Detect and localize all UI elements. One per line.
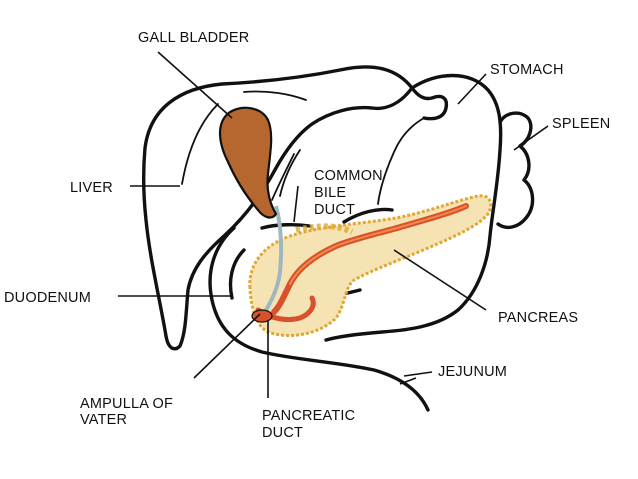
label-duodenum: DUODENUM — [4, 290, 91, 306]
label-pancreatic-duct: PANCREATIC DUCT — [262, 408, 360, 441]
pancreas — [248, 194, 493, 337]
label-ampulla-of-vater: AMPULLA OF VATER — [80, 396, 177, 428]
leader-lines — [118, 51, 549, 398]
label-gall-bladder: GALL BLADDER — [138, 30, 249, 46]
stomach — [256, 73, 503, 342]
label-pancreas: PANCREAS — [498, 310, 578, 326]
label-stomach: STOMACH — [490, 62, 564, 78]
spleen — [496, 111, 535, 230]
label-jejunum: JEJUNUM — [438, 364, 507, 380]
common-bile-duct — [264, 149, 301, 312]
gall-bladder — [218, 106, 278, 219]
label-common-bile-duct: COMMON BILE DUCT — [314, 168, 387, 218]
liver — [141, 65, 414, 351]
label-spleen: SPLEEN — [552, 116, 610, 132]
label-liver: LIVER — [70, 180, 113, 196]
ampulla-of-vater — [251, 309, 273, 323]
